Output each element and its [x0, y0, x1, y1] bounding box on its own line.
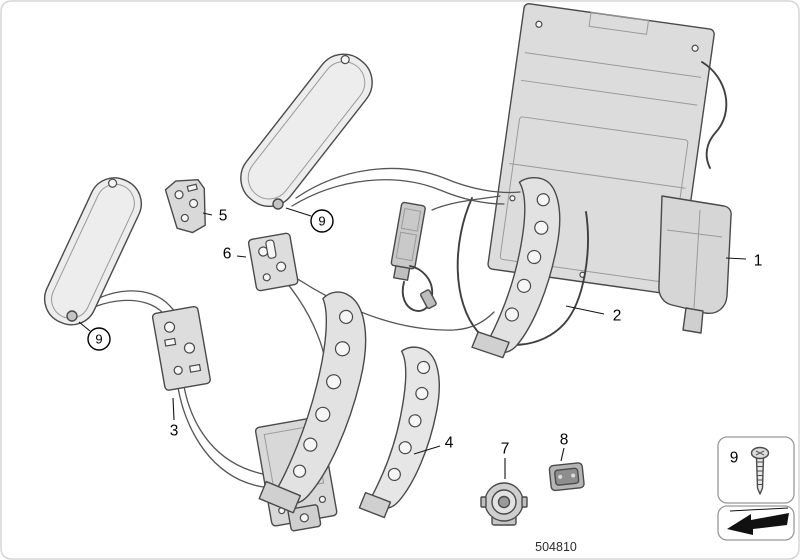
callout-5[interactable]: 5	[219, 208, 228, 225]
callout-6[interactable]: 6	[223, 246, 232, 263]
callout-9a-circle[interactable]	[310, 209, 334, 233]
cable-upper-b	[291, 179, 505, 207]
callout-9b[interactable]: 9	[95, 332, 102, 347]
callout-7[interactable]: 7	[501, 441, 510, 458]
part-3-mounting-bracket	[151, 305, 211, 391]
leader-line-6	[236, 255, 247, 258]
leader-line-9b	[78, 321, 91, 332]
callout-2[interactable]: 2	[613, 308, 622, 325]
leader-line-8	[560, 447, 565, 462]
callout-3[interactable]: 3	[170, 423, 179, 440]
part-7-adjuster-knob	[480, 482, 528, 526]
part-8-switch	[548, 462, 585, 492]
part-5-bracket	[164, 178, 206, 234]
lumbar-pad-left	[43, 177, 142, 326]
leader-line-9a	[285, 207, 312, 217]
legend-fastener-box: 9	[717, 436, 795, 504]
pad-pivot-bolt-left	[66, 310, 78, 322]
leader-line-2	[565, 305, 605, 315]
lumbar-actuator	[390, 201, 426, 281]
callout-9b-circle[interactable]	[87, 327, 111, 351]
leader-line-3	[172, 397, 175, 421]
callout-4[interactable]: 4	[445, 435, 454, 452]
direction-arrow-icon	[727, 513, 789, 535]
pad-pivot-bolt-upper	[272, 198, 284, 210]
part-4-lumbar-rail-front	[358, 346, 440, 519]
leader-line-5	[202, 212, 213, 216]
lumbar-rail-center	[258, 291, 367, 514]
panel-to-actuator-wire	[431, 195, 501, 211]
panel-harness-wire	[701, 61, 728, 169]
leader-line-4	[413, 445, 441, 455]
part-6-cable-guide	[247, 232, 299, 292]
doc-number: 504810	[535, 540, 577, 554]
part-2-lumbar-rail-right	[471, 177, 561, 359]
lumbar-pad-upper	[240, 53, 373, 208]
part-1-side-pocket	[658, 195, 732, 334]
callout-1[interactable]: 1	[754, 253, 763, 270]
leader-line-1	[725, 257, 747, 260]
cable-connector-plug	[420, 289, 437, 310]
legend-fastener-label: 9	[730, 450, 739, 467]
legend-direction-box	[717, 505, 795, 541]
cable-cross-b	[269, 259, 495, 331]
callout-8[interactable]: 8	[560, 432, 569, 449]
screw-icon	[750, 446, 770, 495]
cable-upper-a	[295, 167, 521, 199]
callout-9a[interactable]: 9	[318, 214, 325, 229]
